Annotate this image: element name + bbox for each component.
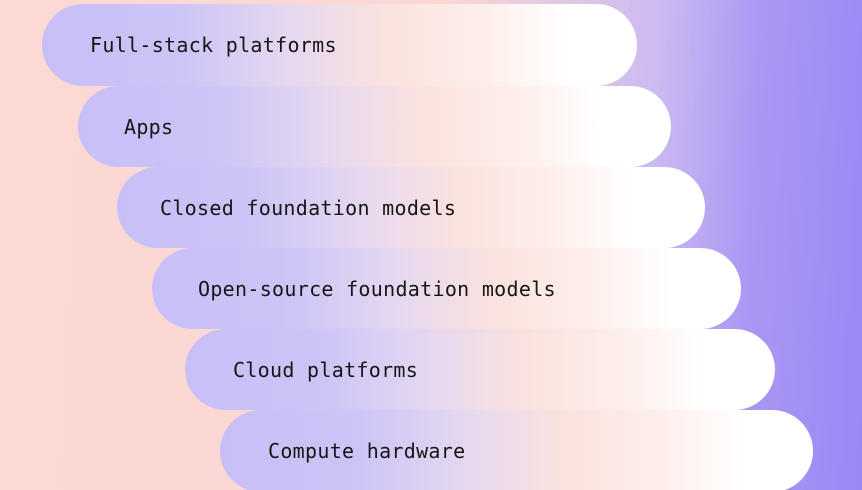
layer-pill-compute-hardware: Compute hardware xyxy=(220,410,813,490)
layer-label-closed-foundation-models: Closed foundation models xyxy=(160,195,457,220)
layer-pill-apps: Apps xyxy=(78,86,671,167)
layer-pill-full-stack-platforms: Full-stack platforms xyxy=(42,4,637,86)
layer-pill-cloud-platforms: Cloud platforms xyxy=(185,329,775,410)
layer-label-apps: Apps xyxy=(124,114,174,139)
layer-pill-closed-foundation-models: Closed foundation models xyxy=(117,167,705,248)
layer-label-cloud-platforms: Cloud platforms xyxy=(233,357,419,382)
layer-label-full-stack-platforms: Full-stack platforms xyxy=(90,33,337,57)
layer-pill-open-source-foundation-models: Open-source foundation models xyxy=(152,248,741,329)
layer-label-compute-hardware: Compute hardware xyxy=(268,439,466,463)
layer-label-open-source-foundation-models: Open-source foundation models xyxy=(198,276,556,301)
